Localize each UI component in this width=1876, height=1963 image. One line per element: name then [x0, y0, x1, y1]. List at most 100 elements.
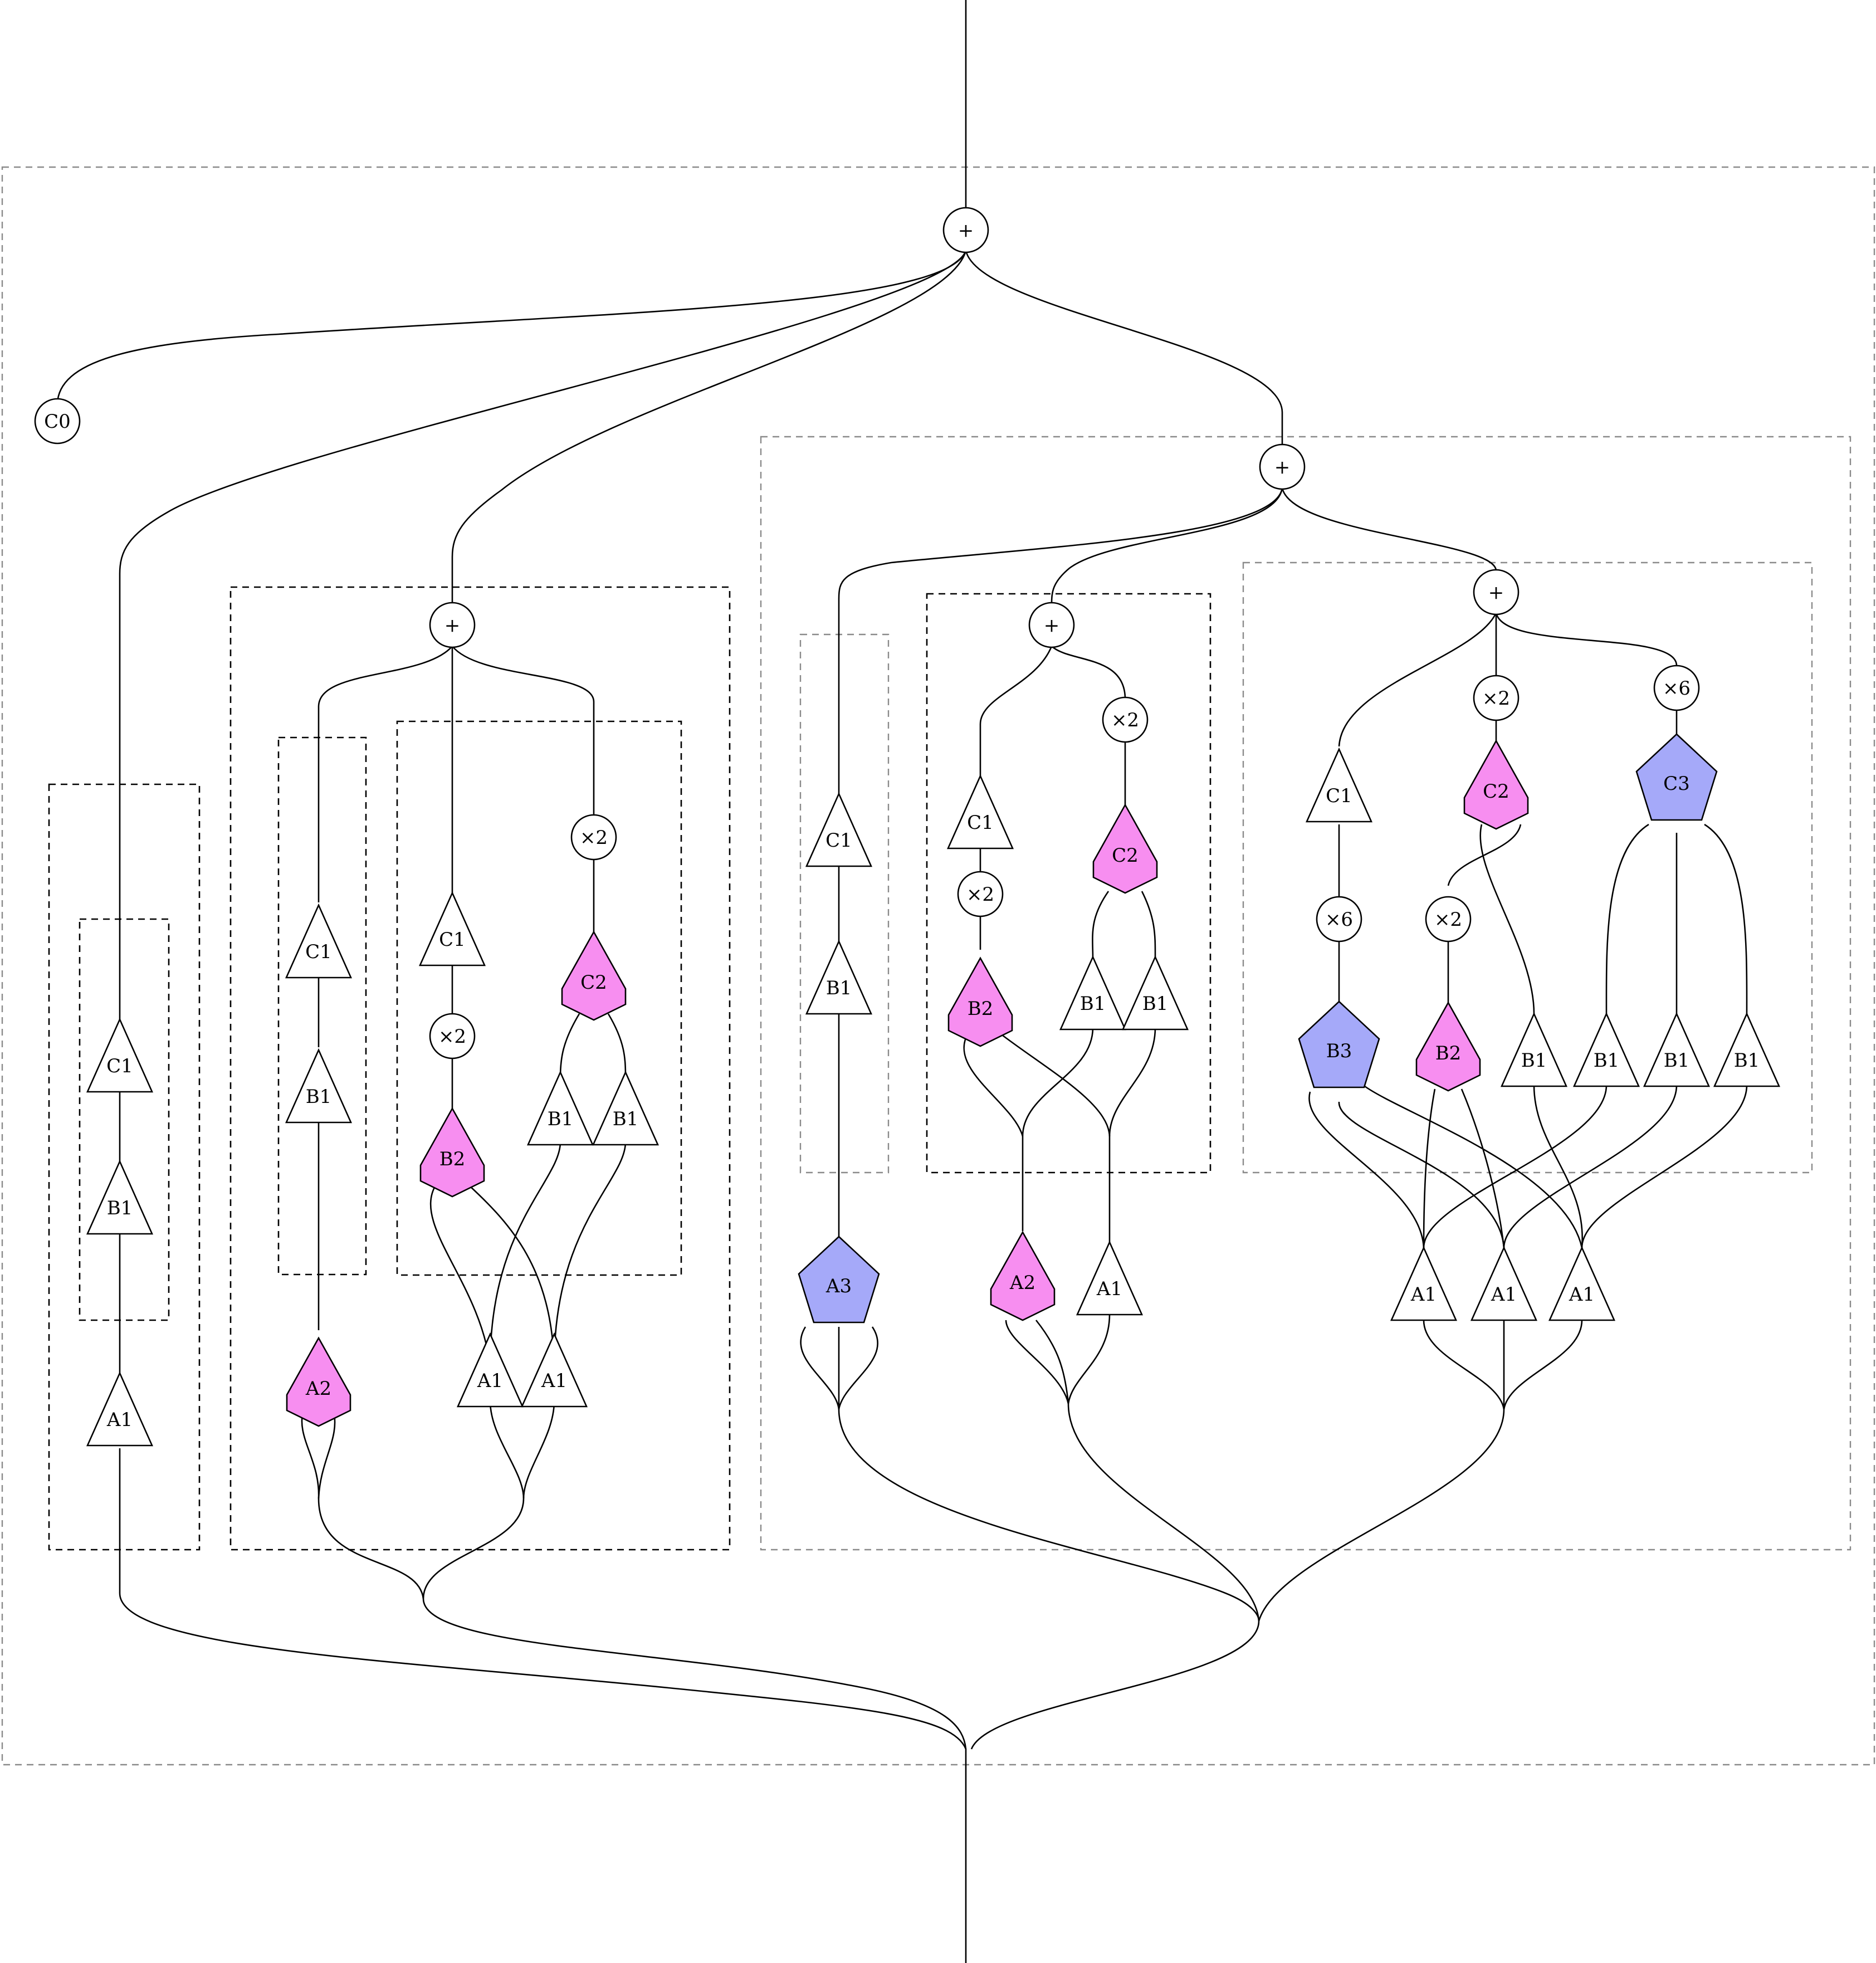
wire [1423, 1320, 1505, 1410]
wire [1338, 612, 1497, 747]
wire [559, 1013, 580, 1078]
p1-a1-node: A1 [86, 1371, 154, 1447]
p7-b1b-node: B1 [1121, 955, 1189, 1031]
wire [838, 487, 1283, 799]
p10-b1a-node: B1 [1572, 1012, 1640, 1087]
node-label: B1 [107, 1197, 133, 1219]
node-label: C0 [44, 411, 71, 433]
left-outer-box [48, 783, 201, 1551]
node-label: ×2 [1482, 687, 1510, 710]
p8-a1a-node: A1 [1390, 1246, 1458, 1321]
circle-shape [1316, 896, 1362, 943]
wire [451, 646, 595, 816]
node-label: B3 [1326, 1040, 1352, 1062]
wire [1051, 646, 1126, 700]
wire [1423, 1085, 1608, 1248]
node-label: C1 [967, 812, 994, 834]
wire [429, 1185, 491, 1365]
wire [317, 1498, 424, 1599]
p8-a1c-node: A1 [1548, 1246, 1616, 1321]
circle-shape [429, 1013, 476, 1059]
circle-shape [429, 602, 476, 648]
wire [1108, 1027, 1156, 1137]
sum-left-node: + [429, 602, 476, 648]
hexagon-shape [1635, 733, 1718, 821]
right-outer-box [760, 436, 1851, 1551]
node-label: ×2 [1434, 909, 1462, 931]
triangle-shape [418, 891, 486, 966]
wire [963, 1033, 1024, 1137]
right-col2-box [926, 593, 1211, 1174]
p4-x2-node: ×2 [570, 814, 617, 861]
p4-c2-node: C2 [561, 930, 627, 1021]
wire [522, 1400, 555, 1499]
triangle-shape [285, 1048, 353, 1124]
p9-b1-node: B1 [1500, 1012, 1568, 1087]
p6-b2-node: B2 [947, 956, 1013, 1047]
node-label: + [958, 219, 974, 242]
left-inner-box [79, 918, 170, 1321]
node-label: A1 [1096, 1278, 1122, 1300]
wire [1067, 1403, 1260, 1622]
right-col1-box [799, 633, 890, 1174]
p9-x2-node: ×2 [1473, 675, 1520, 721]
triangle-shape [456, 1332, 524, 1408]
node-label: B2 [968, 998, 994, 1020]
wire [838, 1326, 878, 1410]
p2-c1-node: C1 [285, 903, 353, 979]
group-boxes [1, 166, 1875, 1766]
node-label: A1 [541, 1370, 567, 1392]
node-label: + [1488, 582, 1504, 604]
p2-b1-node: B1 [285, 1048, 353, 1124]
node-label: ×2 [438, 1026, 466, 1048]
circle-shape [570, 814, 617, 861]
p9-b2-node: B2 [1415, 1001, 1481, 1092]
circle-shape [942, 207, 989, 253]
wire [56, 250, 967, 404]
triangle-shape [1500, 1012, 1568, 1087]
sum-root-node: + [942, 207, 989, 253]
wire [489, 1400, 525, 1499]
pentagon-shape [990, 1230, 1056, 1321]
node-label: ×2 [580, 827, 608, 849]
triangle-shape [946, 774, 1014, 849]
p7-x2-node: ×2 [1102, 696, 1149, 743]
p2-a2-node: A2 [286, 1336, 351, 1427]
second-right-box [396, 720, 682, 1276]
pentagon-shape [1463, 739, 1529, 830]
node-label: ×6 [1325, 909, 1353, 931]
wire [1503, 1085, 1678, 1248]
wire [1308, 1091, 1425, 1248]
wire [119, 1448, 967, 1765]
p10-b1b-node: B1 [1643, 1012, 1711, 1087]
node-label: ×2 [1111, 709, 1139, 731]
node-label: ×2 [966, 883, 994, 906]
triangle-shape [86, 1017, 154, 1093]
triangle-shape [1548, 1246, 1616, 1321]
node-label: A1 [1569, 1283, 1595, 1306]
p8-a1b-node: A1 [1470, 1246, 1538, 1321]
wire [1503, 1320, 1583, 1410]
p6-a2-node: A2 [990, 1230, 1056, 1321]
node-label: A1 [1410, 1283, 1437, 1306]
wire [999, 1032, 1111, 1137]
node-label: A3 [825, 1275, 852, 1297]
pentagon-shape [561, 930, 627, 1021]
triangle-shape [1713, 1012, 1781, 1087]
node-label: A2 [305, 1378, 331, 1400]
wire [422, 1498, 525, 1599]
wire [1364, 1085, 1583, 1248]
triangle-shape [1305, 747, 1373, 823]
node-label: C2 [1483, 780, 1509, 803]
node-label: B1 [1142, 993, 1169, 1015]
triangle-shape [1076, 1240, 1144, 1316]
wire [1281, 487, 1497, 572]
triangle-shape [1121, 955, 1189, 1031]
right-col3-box [1242, 561, 1813, 1174]
outer-box [1, 166, 1875, 1766]
node-label: B1 [826, 977, 852, 999]
node-label: ×6 [1663, 677, 1691, 700]
triangle-shape [520, 1332, 588, 1408]
